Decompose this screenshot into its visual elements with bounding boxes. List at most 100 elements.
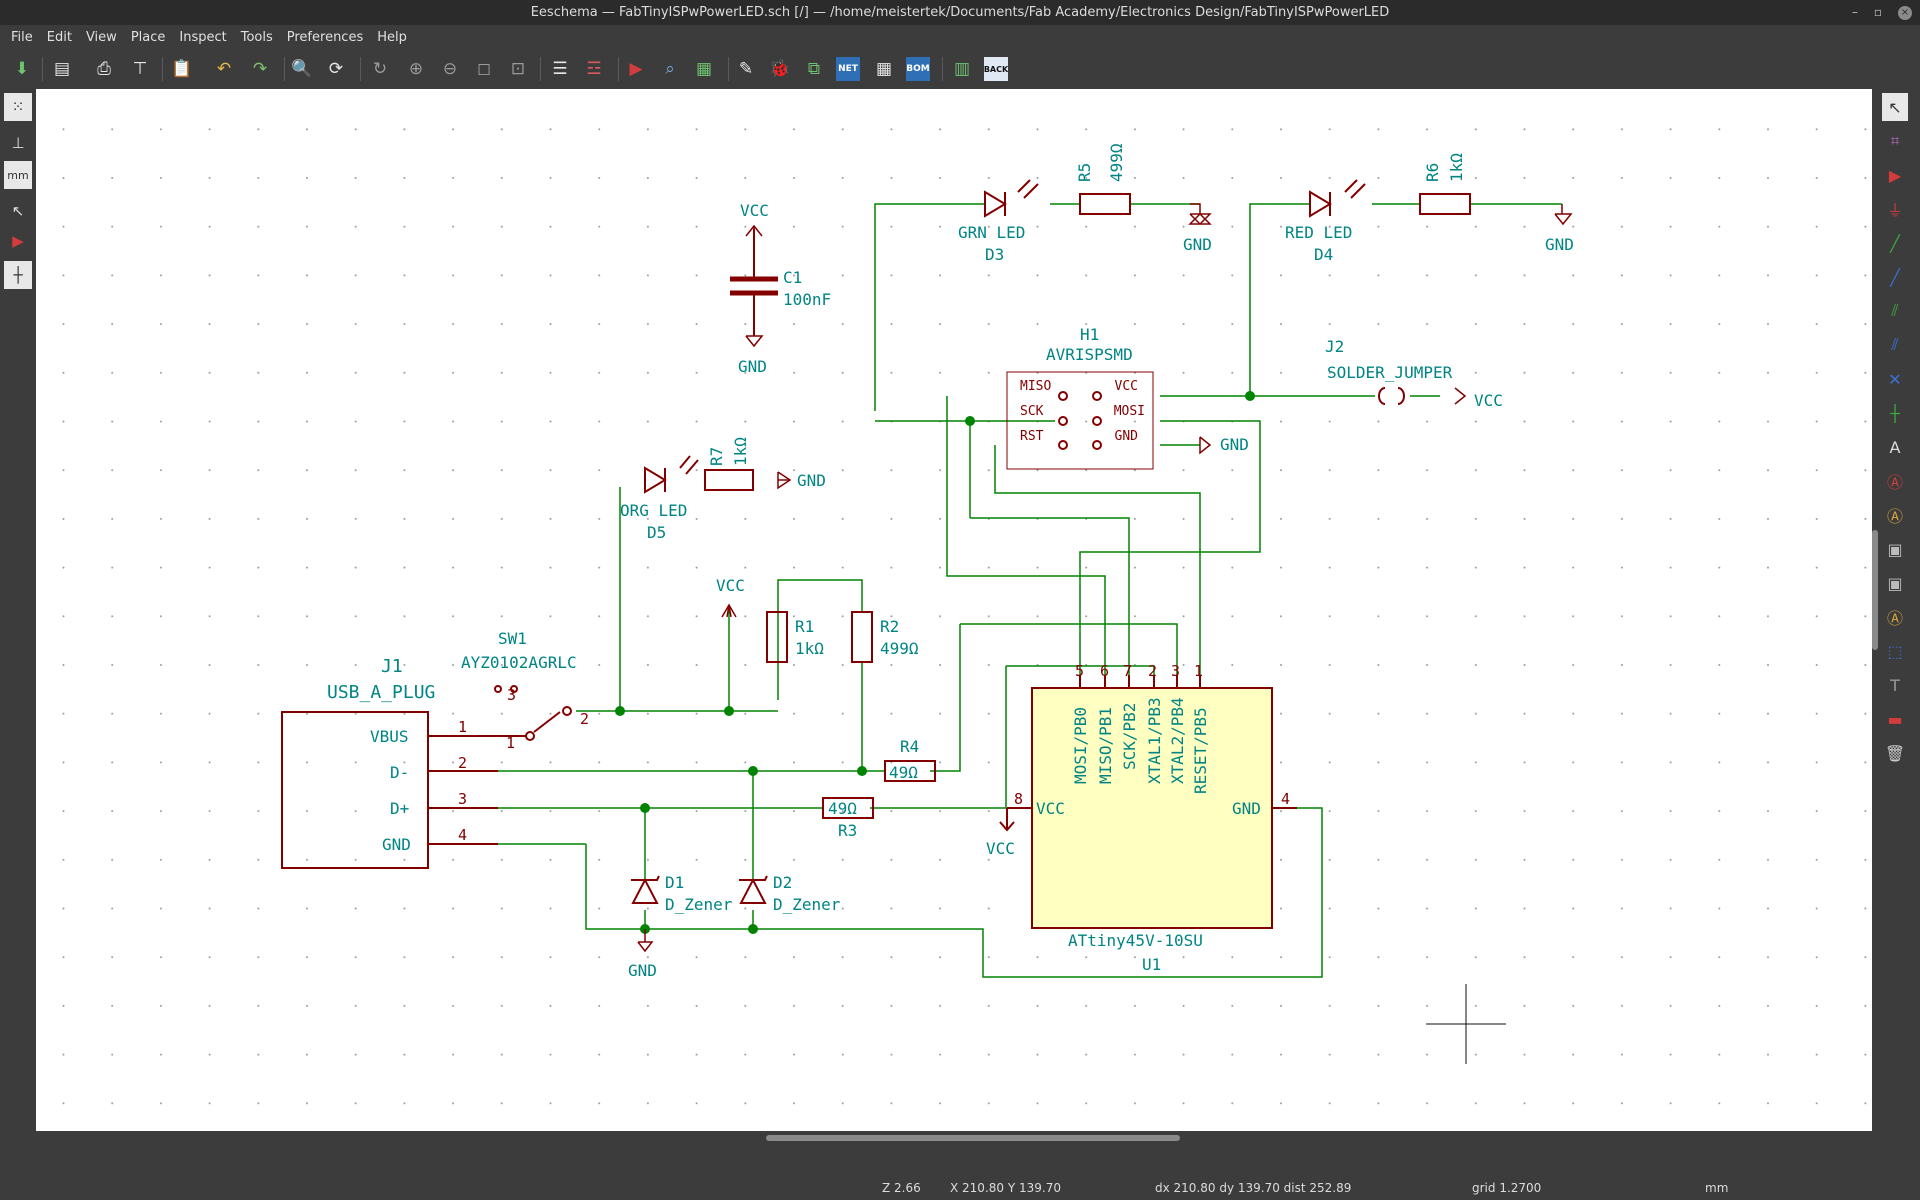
schematic-canvas[interactable]: VCC GND C1 100nF GRN LED D3 R5 499Ω GND … [36, 89, 1872, 1131]
zoom-out-icon[interactable]: ⊖ [442, 59, 458, 79]
menu-preferences[interactable]: Preferences [286, 29, 364, 45]
undo-icon[interactable]: ↶ [216, 59, 232, 79]
fields-editor-icon[interactable]: ▦ [875, 59, 893, 79]
vertical-scrollbar[interactable] [1872, 530, 1878, 650]
menu-view[interactable]: View [85, 29, 117, 45]
grid-toggle-icon[interactable]: ⁙ [4, 93, 32, 121]
footprint-editor-icon[interactable]: ▦ [695, 59, 713, 79]
j1-pin-num-4: 4 [458, 826, 467, 844]
sw1-ref: SW1 [498, 629, 527, 648]
schematic-setup-icon[interactable]: ⬇ [14, 59, 30, 79]
minimize-button[interactable]: – [1851, 5, 1858, 19]
menu-edit[interactable]: Edit [46, 29, 72, 45]
h1-pin-mosi: MOSI [1114, 404, 1145, 419]
r5-value: 499Ω [1107, 143, 1126, 182]
add-global-label-icon[interactable]: Ⓐ [1886, 473, 1903, 492]
schematic-drawing[interactable]: VCC GND C1 100nF GRN LED D3 R5 499Ω GND … [36, 89, 1872, 1131]
assign-footprints-icon[interactable]: ⧉ [807, 59, 821, 79]
u1-pin-sck: SCK/PB2 [1120, 703, 1139, 770]
u1-body[interactable] [1031, 687, 1273, 929]
cursor-shape-icon[interactable]: ↖ [11, 202, 25, 220]
menu-file[interactable]: File [11, 29, 33, 45]
add-bus-icon[interactable]: ╱ [1890, 267, 1900, 287]
paste-icon[interactable]: 📋 [171, 59, 193, 79]
erc-icon[interactable]: 🐞 [769, 59, 791, 79]
pcb-editor-icon[interactable]: ▥ [953, 59, 971, 79]
zoom-fit-icon[interactable]: ◻ [476, 59, 492, 79]
refresh-icon[interactable]: ↻ [372, 59, 388, 79]
toolbar-separator [360, 57, 361, 81]
u1-pin-num-5: 5 [1075, 662, 1084, 680]
h1-ref: H1 [1080, 325, 1099, 344]
add-junction-icon[interactable]: ┼ [1890, 403, 1900, 423]
hierarchy-navigator-icon[interactable]: ☰ [552, 59, 568, 79]
menu-inspect[interactable]: Inspect [179, 29, 227, 45]
symbol-browser-icon[interactable]: ⌕ [665, 59, 675, 79]
add-sheet-pin-icon[interactable]: Ⓐ [1886, 609, 1903, 628]
print-icon[interactable]: ⎙ [97, 59, 111, 79]
r1-ref: R1 [795, 617, 814, 636]
add-hier-label-icon[interactable]: Ⓐ [1886, 507, 1903, 526]
h1-gnd-label: GND [1220, 435, 1249, 454]
add-symbol-icon[interactable]: ▶ [1888, 165, 1902, 185]
highlight-net-icon[interactable]: ⌗ [1890, 131, 1900, 150]
toolbar-separator [728, 57, 729, 81]
find-icon[interactable]: 🔍 [291, 59, 313, 79]
find-replace-icon[interactable]: ⟳ [328, 59, 344, 79]
r4-ref: R4 [900, 737, 919, 756]
sw1-pin1: 1 [506, 734, 515, 752]
u1-pin-reset: RESET/PB5 [1191, 707, 1210, 794]
delete-tool-icon[interactable]: 🗑 [1884, 743, 1906, 763]
h1-pin-gnd: GND [1115, 429, 1139, 444]
select-tool-icon[interactable]: ↖ [1882, 93, 1908, 121]
orthogonal-lines-icon[interactable]: ┼ [4, 261, 32, 289]
cursor-crosshair [1426, 984, 1506, 1064]
close-button[interactable]: × [1898, 5, 1912, 20]
add-text-icon[interactable]: T [1890, 675, 1900, 695]
j1-pin-num-1: 1 [458, 718, 467, 736]
zoom-in-icon[interactable]: ⊕ [408, 59, 424, 79]
symbol-editor-icon[interactable]: ▶ [629, 59, 643, 79]
plot-icon[interactable]: ⊤ [132, 59, 148, 79]
add-sheet-icon[interactable]: ▣ [1887, 539, 1903, 559]
zoom-selection-icon[interactable]: ⊡ [510, 59, 526, 79]
inches-units-icon[interactable]: ⊥ [11, 134, 25, 152]
toolbar-separator [540, 57, 541, 81]
import-sheet-pin-icon[interactable]: ▣ [1887, 573, 1903, 593]
wire-to-bus-icon[interactable]: ⫽ [1891, 301, 1899, 320]
r2-ref: R2 [880, 617, 899, 636]
mm-units-icon[interactable]: mm [4, 161, 32, 189]
netlist-icon[interactable]: NET [836, 57, 860, 81]
menu-place[interactable]: Place [130, 29, 166, 45]
menu-tools[interactable]: Tools [240, 29, 273, 45]
labels: VCC GND C1 100nF GRN LED D3 R5 499Ω GND … [327, 143, 1574, 980]
maximize-button[interactable]: ▫ [1873, 5, 1882, 19]
annotate-icon[interactable]: ✎ [738, 59, 754, 79]
add-label-icon[interactable]: A [1889, 437, 1901, 457]
u1-gnd-pin: GND [1232, 799, 1261, 818]
hidden-pins-icon[interactable]: ▶ [12, 232, 24, 250]
main-toolbar: ⬇ ▤ ⎙ ⊤ 📋 ↶ ↷ 🔍 ⟳ ↻ ⊕ ⊖ ◻ ⊡ ☰ ☲ ▶ ⌕ ▦ ✎ … [0, 49, 1920, 89]
bom-icon[interactable]: BOM [906, 57, 930, 81]
add-wire-icon[interactable]: ╱ [1890, 233, 1900, 253]
j1-pin-dminus: D- [390, 763, 409, 782]
new-sheet-icon[interactable]: ▤ [53, 59, 71, 79]
d2-value: D_Zener [773, 895, 841, 914]
bus-to-bus-icon[interactable]: ⫽ [1891, 335, 1899, 354]
r1-value: 1kΩ [795, 639, 824, 658]
horizontal-scrollbar[interactable] [766, 1135, 1180, 1141]
add-power-icon[interactable]: ⏚ [1886, 201, 1903, 220]
back-annotate-icon[interactable]: BACK [984, 57, 1008, 81]
c1-gnd-label: GND [738, 357, 767, 376]
leave-sheet-icon[interactable]: ☲ [586, 59, 602, 79]
no-connect-icon[interactable]: ✕ [1888, 369, 1902, 389]
cursor-coords: X 210.80 Y 139.70 [950, 1181, 1061, 1195]
u1-vcc-pin: VCC [1036, 799, 1065, 818]
j1-value: USB_A_PLUG [327, 682, 435, 703]
u1-pin-num-1: 1 [1194, 662, 1203, 680]
add-graphic-line-icon[interactable]: ⬚ [1887, 641, 1903, 661]
redo-icon[interactable]: ↷ [252, 59, 268, 79]
u1-pin-num-3: 3 [1171, 662, 1180, 680]
menu-help[interactable]: Help [377, 29, 407, 45]
add-image-icon[interactable]: ▬ [1887, 709, 1903, 729]
